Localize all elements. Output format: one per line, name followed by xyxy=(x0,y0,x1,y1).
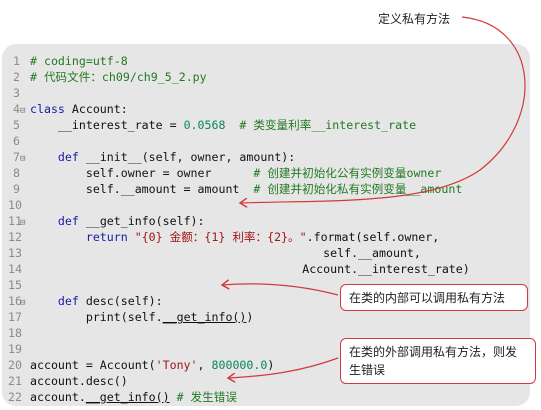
line-number: 12 xyxy=(8,230,22,244)
fold-toggle-icon[interactable]: ⊟ xyxy=(20,298,26,308)
code-token: 'Tony' xyxy=(155,358,198,372)
arrow-inside-call xyxy=(222,284,339,296)
code-line: 16⊟ def desc(self): xyxy=(8,293,470,309)
code-line: 7⊟ def __init__(self, owner, amount): xyxy=(8,149,470,165)
code-line: 11⊟ def __get_info(self): xyxy=(8,213,470,229)
fold-toggle-icon[interactable]: ⊟ xyxy=(20,218,26,228)
arrow-private-method xyxy=(240,16,526,203)
code-token: self.__amount = amount xyxy=(30,182,254,196)
code-token: Account: xyxy=(64,102,128,116)
code-line: 8 self.owner = owner # 创建并初始化公有实例变量owner xyxy=(8,165,470,181)
annotation-private-method: 定义私有方法 xyxy=(378,12,451,26)
line-number: 20 xyxy=(8,358,22,372)
code-token: # 创建并初始化私有实例变量__amount xyxy=(253,182,463,196)
line-number: 19 xyxy=(8,342,22,356)
code-line: 13 self.__amount, xyxy=(8,245,470,261)
code-line: 12 return "{0} 金额：{1} 利率：{2}。".format(se… xyxy=(8,229,470,245)
code-token: ) xyxy=(267,358,275,372)
code-token: __get_info() xyxy=(162,310,247,324)
code-line: 6 xyxy=(8,133,470,149)
code-token: __get_info() xyxy=(85,390,170,404)
line-number: 8 xyxy=(13,166,20,180)
line-number: 14 xyxy=(8,262,22,276)
line-number: 15 xyxy=(8,278,22,292)
line-number: 1 xyxy=(13,54,20,68)
code-line: 9 self.__amount = amount # 创建并初始化私有实例变量_… xyxy=(8,181,470,197)
code-token: class xyxy=(30,102,65,116)
code-line: 15 xyxy=(8,277,470,293)
line-number: 22 xyxy=(8,390,22,404)
code-line: 21 account.desc() xyxy=(8,373,470,389)
code-token: # coding=utf-8 xyxy=(30,54,128,68)
code-token: __init__(self, owner, amount): xyxy=(78,150,296,164)
code-line: 20 account = Account('Tony', 800000.0) xyxy=(8,357,470,373)
code-token: account. xyxy=(30,390,86,404)
code-line: 19 xyxy=(8,341,470,357)
code-token: return xyxy=(30,230,128,244)
annotation-inside-call: 在类的内部可以调用私有方法 xyxy=(340,284,528,311)
code-token: "{0} 金额：{1} 利率：{2}。" xyxy=(134,230,307,244)
code-token: ) xyxy=(246,310,254,324)
line-number: 21 xyxy=(8,374,22,388)
line-number: 7 xyxy=(13,150,20,164)
line-number: 3 xyxy=(13,86,20,100)
code-line: 2 # 代码文件：ch09/ch9_5_2.py xyxy=(8,69,470,85)
code-token: desc(self): xyxy=(78,294,163,308)
code-token: account.desc() xyxy=(30,374,128,388)
fold-toggle-icon[interactable]: ⊟ xyxy=(20,106,26,116)
code-line: 10 xyxy=(8,197,470,213)
code-line: 1 # coding=utf-8 xyxy=(8,53,470,69)
code-token: Account.__interest_rate) xyxy=(30,262,470,276)
line-number: 9 xyxy=(13,182,20,196)
code-line: 4⊟ class Account: xyxy=(8,101,470,117)
code-token: 0.0568 xyxy=(183,118,226,132)
code-line: 18 xyxy=(8,325,470,341)
code-line: 5 __interest_rate = 0.0568 # 类变量利率__inte… xyxy=(8,117,470,133)
line-number: 10 xyxy=(8,198,22,212)
code-token: self.owner = owner xyxy=(30,166,254,180)
line-number: 11 xyxy=(8,214,22,228)
code-token: print(self. xyxy=(30,310,163,324)
code-token: # 类变量利率__interest_rate xyxy=(225,118,417,132)
code-token: __get_info(self): xyxy=(78,214,205,228)
line-number: 2 xyxy=(13,70,20,84)
line-number: 6 xyxy=(13,134,20,148)
code-token: def xyxy=(30,214,79,228)
code-line: 3 xyxy=(8,85,470,101)
code-token: # 创建并初始化公有实例变量owner xyxy=(253,166,442,180)
code-token: account = Account( xyxy=(30,358,156,372)
line-number: 17 xyxy=(8,310,22,324)
code-token: __interest_rate = xyxy=(30,118,184,132)
line-number: 18 xyxy=(8,326,22,340)
code-line: 14 Account.__interest_rate) xyxy=(8,261,470,277)
line-number: 16 xyxy=(8,294,22,308)
code-token: 800000.0 xyxy=(211,358,268,372)
code-token: def xyxy=(30,150,79,164)
code-token: # 代码文件：ch09/ch9_5_2.py xyxy=(30,70,207,84)
line-number: 4 xyxy=(13,102,20,116)
code-token: self.__amount, xyxy=(30,246,421,260)
annotation-outside-call: 在类的外部调用私有方法，则发生错误 xyxy=(340,338,536,384)
code-token: # 发生错误 xyxy=(169,390,237,404)
code-token: .format(self.owner, xyxy=(306,230,440,244)
fold-toggle-icon[interactable]: ⊟ xyxy=(20,154,26,164)
line-number: 13 xyxy=(8,246,22,260)
code-line: 22 account.__get_info() # 发生错误 xyxy=(8,389,470,405)
line-number: 5 xyxy=(13,118,20,132)
code-token: def xyxy=(30,294,79,308)
code-token: , xyxy=(197,358,212,372)
code-line: 17 print(self.__get_info()) xyxy=(8,309,470,325)
arrow-outside-call xyxy=(228,357,339,378)
